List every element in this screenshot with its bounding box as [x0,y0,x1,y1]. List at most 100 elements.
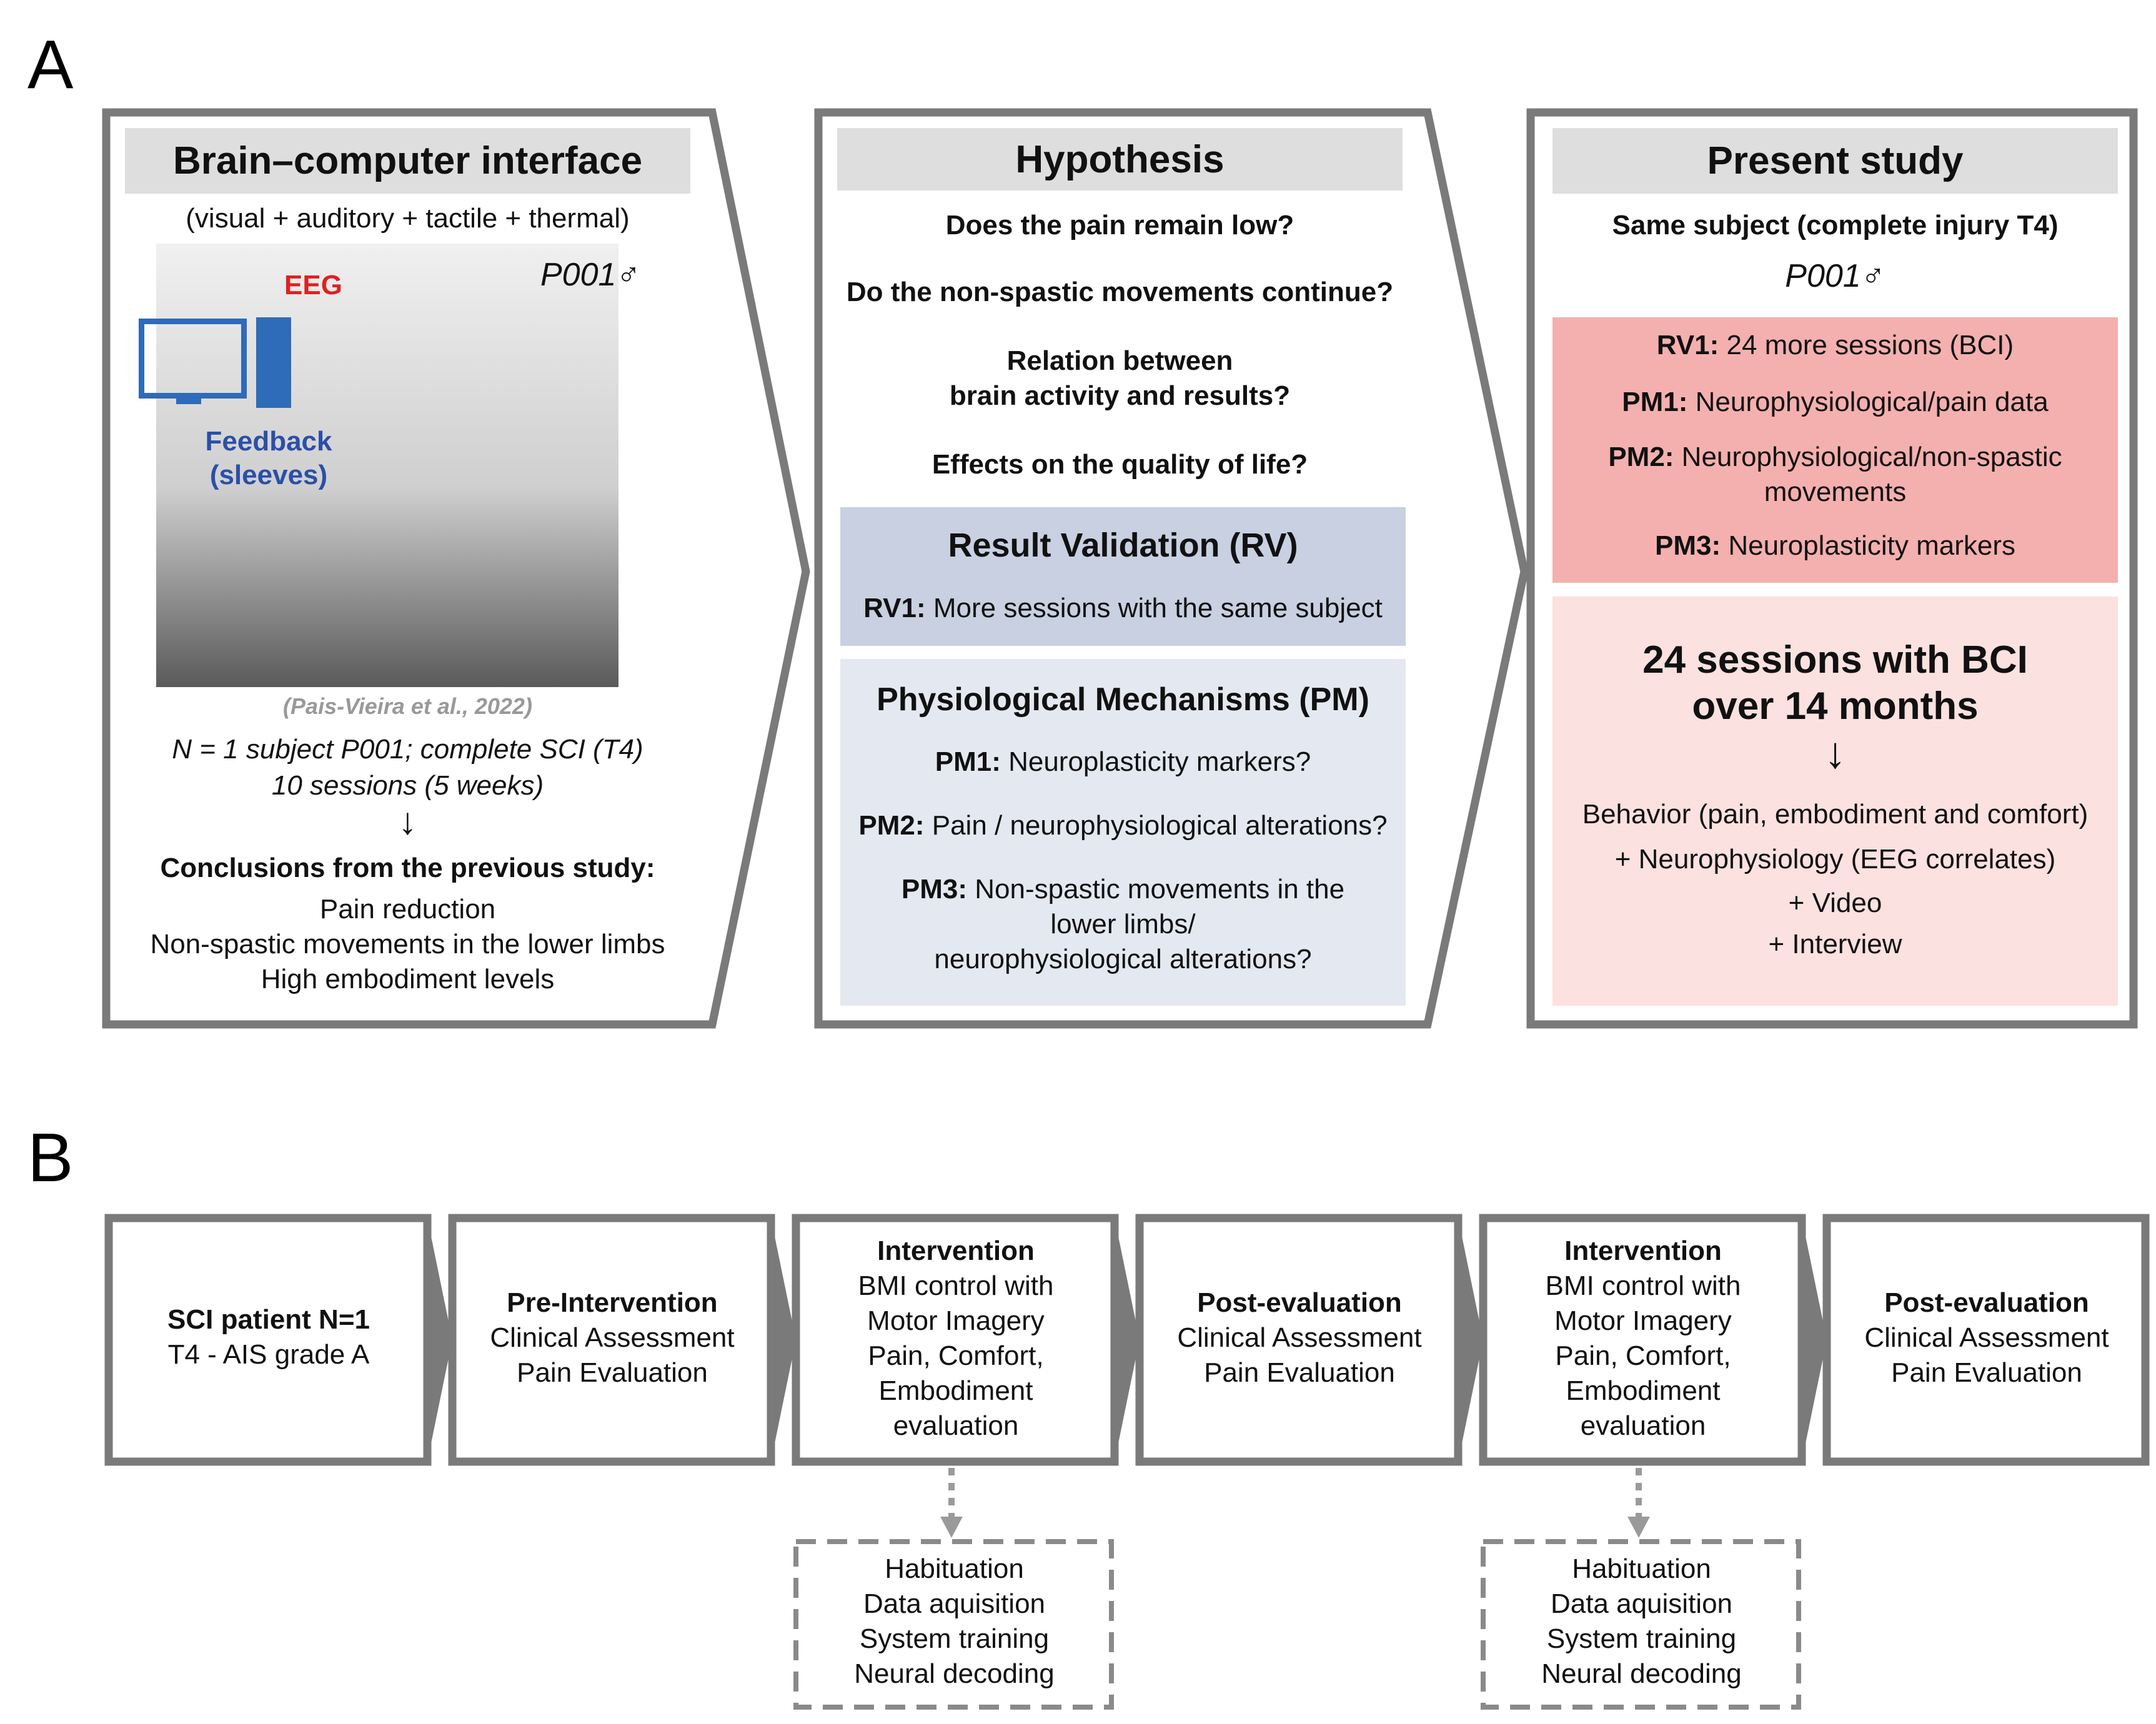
rv1-line: RV1: More sessions with the same subject [840,591,1406,626]
monitor-stand [176,398,201,404]
feedback-label-1: Feedback [205,426,332,457]
hypothesis-q3a: Relation between [1006,345,1233,376]
flow-box-3-line-5: evaluation [893,1410,1019,1441]
flow-arrow-1 [427,1218,452,1462]
flow-arrows [427,1218,1827,1462]
flow-box-1-title: SCI patient N=1 [167,1304,370,1335]
feedback-label: Feedback (sleeves) [187,425,350,492]
down-arrow-2: ↓ [1824,728,1846,777]
bci-modalities: (visual + auditory + tactile + thermal) [186,203,630,234]
present-big-1: 24 sessions with BCI [1642,638,2028,681]
pm1-label: PM1: [935,746,1001,777]
present-pm1-line: PM1: Neurophysiological/pain data [1552,385,2118,420]
flow-box-5-line-4: Embodiment [1566,1375,1721,1406]
present-big-2: over 14 months [1692,685,1979,728]
present-rv1-line: RV1: 24 more sessions (BCI) [1552,328,2118,363]
flow-box-6-title: Post-evaluation [1884,1287,2089,1318]
present-rv1-label: RV1: [1656,330,1719,360]
flow-box-5-text: Intervention BMI control with Motor Imag… [1487,1234,1799,1444]
sub-box-2-outline [1481,1539,1801,1710]
flow-box-3 [792,1214,1119,1466]
present-pm2-text-a: Neurophysiological/non-spastic [1681,442,2062,472]
dotted-arrow-head-2 [1627,1517,1650,1538]
conclusion-1: Pain reduction [319,894,496,924]
pm3-text-b: lower limbs/ [1050,909,1196,939]
sub-box-2-line-1: Habituation [1572,1553,1711,1584]
rv1-text: More sessions with the same subject [933,593,1383,623]
n-line: N = 1 subject P001; complete SCI (T4) [172,734,643,765]
sub-box-2-text: Habituation Data aquisition System train… [1487,1552,1796,1692]
pm3-text-a: Non-spastic movements in the [975,874,1345,904]
flow-box-3-line-3: Pain, Comfort, [868,1340,1044,1371]
computer-tower-icon [256,317,291,408]
flow-box-6-text: Post-evaluation Clinical Assessment Pain… [1831,1286,2143,1390]
present-pm2-line: PM2: Neurophysiological/non-spastic [1552,440,2118,475]
flow-box-3-text: Intervention BMI control with Motor Imag… [800,1234,1112,1444]
present-b1: Behavior (pain, embodiment and comfort) [1582,799,2089,830]
hypothesis-q3b: brain activity and results? [949,380,1291,411]
conclusion-2: Non-spastic movements in the lower limbs [150,929,665,959]
flow-arrow-2 [771,1218,796,1462]
dotted-arrow-head-1 [940,1517,963,1538]
sessions-line: 10 sessions (5 weeks) [271,770,544,801]
present-pm3-text: Neuroplasticity markers [1728,530,2016,561]
pm1-text: Neuroplasticity markers? [1008,746,1311,777]
flow-box-6-line-1: Clinical Assessment [1864,1322,2109,1353]
computer-monitor-icon [139,319,247,399]
flow-box-6-line-2: Pain Evaluation [1891,1357,2082,1388]
flow-arrow-3 [1115,1218,1140,1462]
present-study-title: Present study [1552,128,2118,194]
flow-box-5-title: Intervention [1564,1236,1722,1266]
present-rv1-text: 24 more sessions (BCI) [1726,330,2014,360]
flow-boxes [104,1214,2150,1466]
flow-box-5-line-2: Motor Imagery [1554,1305,1732,1336]
flow-box-4-text: Post-evaluation Clinical Assessment Pain… [1143,1286,1456,1390]
panel-b-letter: B [27,1119,74,1196]
pm2-line: PM2: Pain / neurophysiological alteratio… [825,808,1421,843]
dotted-arrows [948,1468,1642,1518]
present-plan-box [1552,597,2118,1006]
flow-box-3-line-2: Motor Imagery [867,1305,1045,1336]
present-aims-box [1552,317,2118,583]
flow-box-1-line-1: T4 - AIS grade A [167,1339,370,1370]
present-b2: + Neurophysiology (EEG correlates) [1614,844,2056,874]
citation: (Pais-Vieira et al., 2022) [283,693,532,719]
eeg-label: EEG [284,270,342,300]
present-b3: + Video [1788,888,1882,918]
hypothesis-q1: Does the pain remain low? [945,210,1294,240]
conclusions-title: Conclusions from the previous study: [160,853,655,883]
flow-box-5-line-1: BMI control with [1545,1271,1741,1301]
flow-box-2-line-1: Clinical Assessment [490,1322,735,1353]
physiological-mechanisms-box [840,659,1406,1006]
feedback-label-2: (sleeves) [209,460,328,490]
present-b4: + Interview [1768,929,1902,959]
present-pm3-label: PM3: [1654,530,1721,561]
flow-box-5-line-3: Pain, Comfort, [1555,1340,1731,1371]
sub-box-2-line-2: Data aquisition [1550,1588,1733,1619]
present-pm1-label: PM1: [1622,387,1688,417]
pm2-label: PM2: [858,810,925,841]
flow-box-4-title: Post-evaluation [1197,1287,1402,1318]
hypothesis-q4: Effects on the quality of life? [931,449,1308,480]
sub-box-1-text: Habituation Data aquisition System train… [800,1552,1109,1692]
flow-arrow-4 [1458,1218,1483,1462]
flow-box-3-line-4: Embodiment [878,1375,1033,1406]
panel-a-letter: A [27,26,74,103]
present-pm3-line: PM3: Neuroplasticity markers [1552,528,2118,563]
flow-box-4 [1135,1214,1463,1466]
down-arrow-1: ↓ [398,800,417,842]
present-subject-line: Same subject (complete injury T4) [1612,210,2059,240]
pm2-text: Pain / neurophysiological alterations? [931,810,1388,841]
subject-photo [156,244,618,687]
hypothesis-q2: Do the non-spastic movements continue? [846,277,1394,307]
flow-box-4-line-1: Clinical Assessment [1177,1322,1422,1353]
flow-box-2-text: Pre-Intervention Clinical Assessment Pai… [456,1286,768,1390]
rv1-label: RV1: [863,593,926,623]
sub-box-1-outline [793,1539,1114,1710]
flow-box-1 [104,1214,432,1466]
sub-box-1-line-4: Neural decoding [854,1658,1055,1689]
pm-title: Physiological Mechanisms (PM) [877,681,1369,718]
pm3-label: PM3: [901,874,968,904]
conclusion-3: High embodiment levels [261,964,555,994]
pm1-line: PM1: Neuroplasticity markers? [840,745,1406,780]
